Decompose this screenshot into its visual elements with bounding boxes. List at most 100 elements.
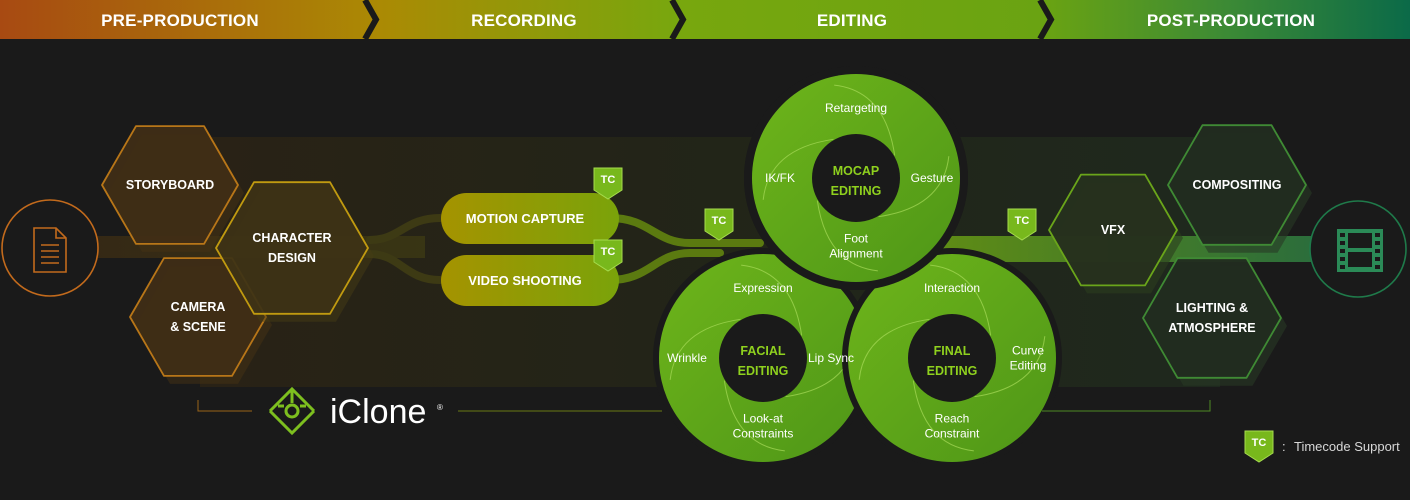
ring-title: FINAL [934, 344, 971, 358]
cycle-arrow-icon [816, 200, 878, 272]
stage-pre-production: PRE-PRODUCTION [101, 11, 259, 30]
iclone-logo-text: iClone [330, 393, 426, 431]
ring-item-top: Interaction [924, 281, 980, 295]
hex-storyboard[interactable]: STORYBOARD [101, 125, 244, 252]
ring-item-top: Retargeting [825, 101, 887, 115]
pill-video-shooting[interactable]: VIDEO SHOOTING [441, 255, 619, 306]
ring-item-bottom: Reach [935, 412, 970, 426]
hex-compositing[interactable]: COMPOSITING [1167, 124, 1312, 253]
banner-background [0, 0, 1410, 39]
pill-label: MOTION CAPTURE [466, 211, 585, 226]
ring-facial-editing[interactable] [659, 254, 867, 462]
hex-label: COMPOSITING [1193, 178, 1282, 192]
pill-background [441, 193, 619, 244]
ring-item-bottom: Foot [844, 232, 869, 246]
ring-item-right: Editing [1010, 359, 1047, 373]
cycle-arrow-icon [762, 138, 834, 200]
connector [606, 214, 764, 247]
film-strip-icon [1337, 229, 1383, 272]
hex-shape [101, 125, 239, 245]
hex-label: VFX [1101, 223, 1126, 237]
tc-badge-icon [704, 208, 734, 241]
tc-badge-label: TC [1252, 437, 1267, 449]
cycle-arrow-icon [723, 380, 785, 452]
end-node [1309, 200, 1407, 298]
ring-item-right: Gesture [911, 171, 954, 185]
tc-badge-recording-to-editing: TC [704, 208, 734, 241]
connector [366, 250, 444, 284]
legend-separator: : [1282, 439, 1286, 454]
tc-badge-motion-capture: TC [593, 167, 623, 200]
bottom-brackets [197, 400, 1211, 412]
hex-label: STORYBOARD [126, 178, 214, 192]
hex-label: & SCENE [170, 320, 226, 334]
tc-badge-video-shooting: TC [593, 239, 623, 272]
tc-badge-label: TC [601, 174, 616, 186]
cycle-arrow-icon [974, 336, 1046, 398]
ring-title: EDITING [927, 364, 978, 378]
ring-title: FACIAL [740, 344, 786, 358]
stage-recording: RECORDING [471, 11, 577, 30]
start-node [1, 199, 99, 297]
cycle-arrow-icon [878, 156, 950, 218]
iclone-logo-icon [268, 386, 316, 436]
ring-item-right: Curve [1012, 344, 1044, 358]
legend-tc-badge: TC [1244, 430, 1274, 463]
bracket-line-right [1042, 400, 1211, 412]
ring-item-right: Lip Sync [808, 351, 854, 365]
cycle-arrow-icon [669, 318, 741, 380]
ring-core [812, 134, 900, 222]
bracket-line-left [197, 400, 252, 412]
tc-badge-icon [1244, 430, 1274, 463]
stage-divider [362, 0, 380, 41]
cycle-arrow-icon [912, 380, 974, 452]
legend-tc-badge: TC [1244, 430, 1274, 463]
hex-camera-scene[interactable]: CAMERA & SCENE [129, 257, 272, 384]
stage-divider [669, 0, 687, 41]
connector [366, 214, 444, 244]
stage-banner: PRE-PRODUCTION RECORDING EDITING POST-PR… [0, 0, 1410, 41]
hex-lighting-atmosphere[interactable]: LIGHTING &ATMOSPHERE [1142, 257, 1287, 386]
timecode-badges: TC TC TC TC [593, 167, 1037, 272]
hex-label: CAMERA [171, 300, 226, 314]
recording-connectors [366, 214, 764, 284]
pill-label: VIDEO SHOOTING [468, 273, 581, 288]
cycle-arrow-icon [858, 318, 930, 380]
legend-text: Timecode Support [1294, 439, 1400, 454]
ring-title: EDITING [831, 184, 882, 198]
legend: TC : Timecode Support [1244, 430, 1400, 463]
recording-pills: MOTION CAPTURE VIDEO SHOOTING [441, 193, 619, 306]
ring-core [908, 314, 996, 402]
hex-shape [1142, 257, 1282, 379]
hex-label: ATMOSPHERE [1168, 321, 1255, 335]
hex-shape [215, 181, 369, 315]
tc-badge-icon [593, 239, 623, 272]
cycle-arrow-icon [741, 264, 803, 336]
ring-item-top: Expression [733, 281, 792, 295]
ring-core [719, 314, 807, 402]
cycle-arrow-icon [930, 264, 992, 336]
tc-badge-icon [1007, 208, 1037, 241]
ring-title: EDITING [738, 364, 789, 378]
tc-badge-editing-to-post: TC [1007, 208, 1037, 241]
ring-title: MOCAP [833, 164, 880, 178]
ring-item-bottom: Look-at [743, 412, 784, 426]
hex-shape [1167, 124, 1307, 246]
tc-badge-label: TC [1015, 215, 1030, 227]
ring-item-bottom: Constraint [925, 427, 980, 441]
hex-vfx[interactable]: VFX [1048, 173, 1183, 294]
ring-item-left: IK/FK [765, 171, 795, 185]
registered-mark: ® [437, 403, 443, 412]
stage-divider [1037, 0, 1055, 41]
tc-badge-icon [593, 167, 623, 200]
pill-motion-capture[interactable]: MOTION CAPTURE [441, 193, 619, 244]
iclone-logo: iClone ® [268, 386, 443, 436]
hex-label: DESIGN [268, 251, 316, 265]
